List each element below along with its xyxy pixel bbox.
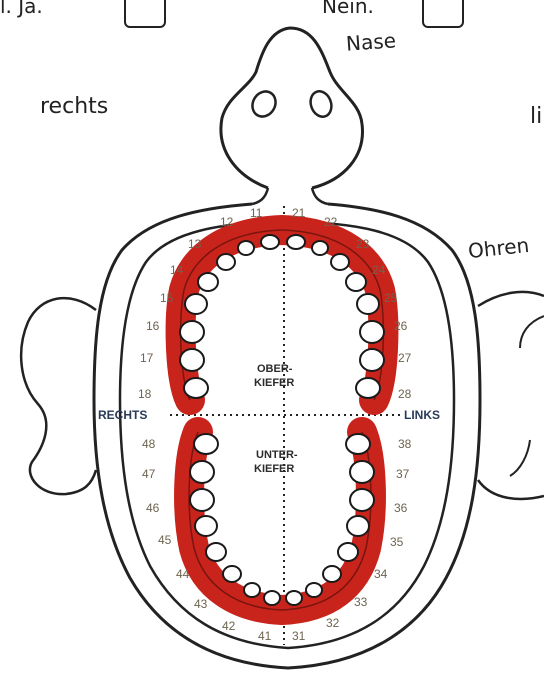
tooth-number: 35 — [390, 535, 404, 549]
right-label: rechts — [40, 94, 108, 119]
tooth-number: 33 — [354, 595, 368, 609]
tooth-number: 48 — [142, 437, 156, 451]
tooth-number: 46 — [146, 501, 160, 515]
tooth-number: 23 — [356, 237, 370, 251]
tooth-number: 37 — [396, 467, 410, 481]
ear-right — [478, 292, 544, 499]
upper-jaw-label-1: OBER- — [257, 363, 293, 375]
tooth-number: 22 — [324, 215, 338, 229]
tooth-number: 27 — [398, 351, 412, 365]
tooth-number: 45 — [158, 533, 172, 547]
tooth-number: 15 — [160, 291, 174, 305]
lower-jaw-label-1: UNTER- — [256, 449, 298, 461]
nose-outline — [221, 28, 363, 188]
tooth-number: 14 — [170, 263, 184, 277]
nostril-left — [248, 87, 280, 121]
tooth-number: 18 — [138, 387, 152, 401]
tooth-number: 11 — [250, 206, 263, 220]
tooth-number: 17 — [140, 351, 154, 365]
tooth-number: 36 — [394, 501, 408, 515]
tooth-number: 13 — [188, 237, 202, 251]
side-label-left: LINKS — [404, 408, 440, 422]
tooth-number: 34 — [374, 567, 388, 581]
tooth-number: 25 — [384, 291, 398, 305]
ear-left — [21, 298, 96, 494]
tooth-number: 31 — [292, 629, 306, 643]
tooth-number: 21 — [292, 206, 306, 220]
side-label-right: RECHTS — [98, 408, 147, 422]
tooth-number: 12 — [220, 215, 234, 229]
tooth-number: 26 — [394, 319, 408, 333]
tooth-number: 41 — [258, 629, 272, 643]
nostril-right — [307, 88, 335, 119]
tooth-number: 32 — [326, 616, 340, 630]
upper-jaw-label-2: KIEFER — [254, 377, 294, 389]
nose-label: Nase — [345, 28, 397, 55]
tooth-number: 44 — [176, 567, 190, 581]
tooth-number: 47 — [142, 467, 156, 481]
tooth-number: 42 — [222, 619, 236, 633]
tooth-number: 16 — [146, 319, 160, 333]
tooth-number: 24 — [372, 263, 386, 277]
tooth-number: 28 — [398, 387, 412, 401]
tooth-number: 38 — [398, 437, 412, 451]
lower-jaw-label-2: KIEFER — [254, 463, 294, 475]
tooth-number: 43 — [194, 597, 208, 611]
left-label: li — [530, 104, 542, 129]
